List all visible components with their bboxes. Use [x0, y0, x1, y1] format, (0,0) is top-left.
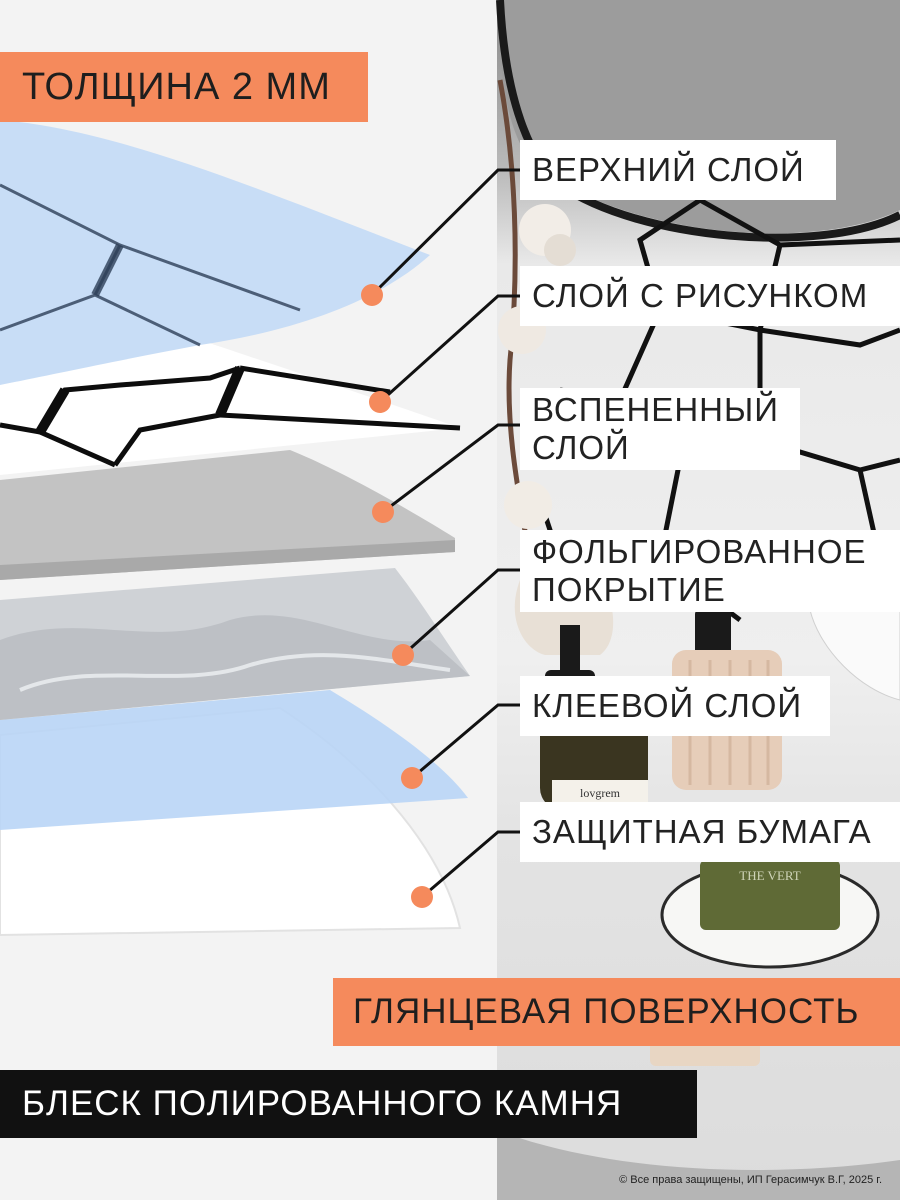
bottle-label: lovgrem	[580, 786, 621, 800]
layer-label-foam-line1: ВСПЕНЕННЫЙ	[532, 391, 779, 428]
marker-top	[361, 284, 383, 306]
layer-label-top-text: ВЕРХНИЙ СЛОЙ	[532, 151, 805, 188]
surface-badge: ГЛЯНЦЕВАЯ ПОВЕРХНОСТЬ	[333, 978, 900, 1046]
marker-paper	[411, 886, 433, 908]
layer-label-foil: ФОЛЬГИРОВАННОЕ ПОКРЫТИЕ	[520, 530, 900, 612]
layer-pattern-shape	[0, 340, 460, 475]
layer-label-foil-line2: ПОКРЫТИЕ	[532, 571, 726, 608]
surface-text: ГЛЯНЦЕВАЯ ПОВЕРХНОСТЬ	[353, 992, 860, 1031]
shine-text: БЛЕСК ПОЛИРОВАННОГО КАМНЯ	[22, 1084, 623, 1123]
layer-label-paper-text: ЗАЩИТНАЯ БУМАГА	[532, 813, 872, 850]
layer-label-pattern: СЛОЙ С РИСУНКОМ	[520, 266, 900, 326]
connector-lines	[370, 168, 520, 899]
layer-label-foam: ВСПЕНЕННЫЙ СЛОЙ	[520, 388, 800, 470]
thickness-badge: ТОЛЩИНА 2 ММ	[0, 52, 368, 122]
soap-bar	[700, 860, 840, 930]
layer-top-shape	[0, 120, 430, 385]
layer-label-foil-line1: ФОЛЬГИРОВАННОЕ	[532, 533, 867, 570]
layer-label-adhesive: КЛЕЕВОЙ СЛОЙ	[520, 676, 830, 736]
marker-adhesive	[401, 767, 423, 789]
cap	[695, 610, 731, 655]
shine-badge: БЛЕСК ПОЛИРОВАННОГО КАМНЯ	[0, 1070, 697, 1138]
soap-text: THE VERT	[739, 868, 801, 883]
marker-foam	[372, 501, 394, 523]
thickness-text: ТОЛЩИНА 2 ММ	[22, 65, 331, 108]
layer-label-adhesive-text: КЛЕЕВОЙ СЛОЙ	[532, 687, 803, 724]
layer-markers	[361, 284, 433, 908]
marker-foil	[392, 644, 414, 666]
pump-head	[560, 625, 580, 675]
copyright-notice: © Все права защищены, ИП Герасимчук В.Г,…	[619, 1174, 882, 1186]
layer-adhesive-shape	[0, 690, 468, 830]
tray	[650, 1040, 760, 1066]
layer-label-top: ВЕРХНИЙ СЛОЙ	[520, 140, 836, 200]
counter-shadow	[497, 1130, 900, 1200]
layer-label-paper: ЗАЩИТНАЯ БУМАГА	[520, 802, 900, 862]
layer-label-pattern-text: СЛОЙ С РИСУНКОМ	[532, 277, 869, 314]
layer-label-foam-line2: СЛОЙ	[532, 429, 630, 466]
marker-pattern	[369, 391, 391, 413]
